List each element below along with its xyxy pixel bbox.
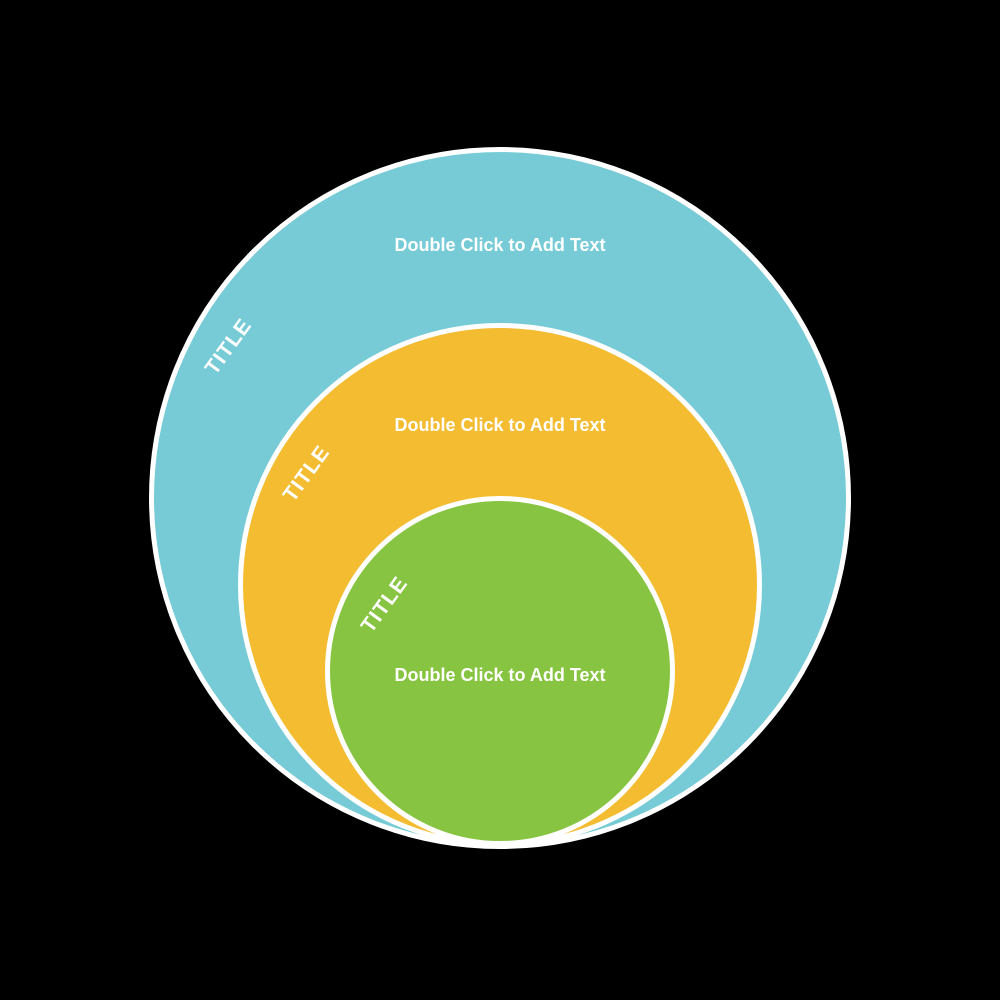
middle-circle-placeholder-text[interactable]: Double Click to Add Text [394, 415, 606, 435]
outer-circle-placeholder-text[interactable]: Double Click to Add Text [394, 235, 606, 255]
inner-circle-placeholder-text[interactable]: Double Click to Add Text [394, 665, 606, 685]
inner-circle-shape[interactable] [325, 496, 675, 846]
